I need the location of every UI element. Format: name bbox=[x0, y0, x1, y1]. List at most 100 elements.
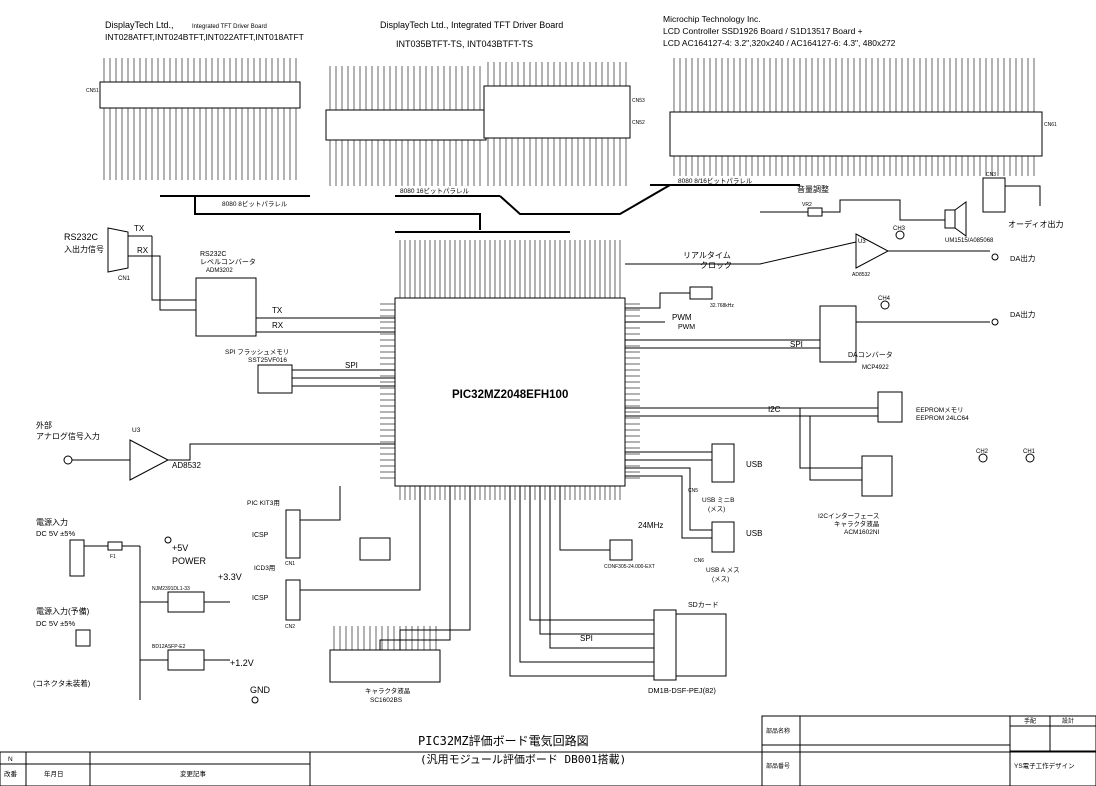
connector-cn51 bbox=[99, 81, 301, 109]
acm1602 bbox=[861, 455, 893, 497]
reg-3v3 bbox=[167, 591, 205, 613]
title-block: N 改番 年月日 変更記事 PIC32MZ評価ボード電気回路図 (汎用モジュール… bbox=[0, 715, 1096, 786]
icsp-header-1 bbox=[285, 509, 301, 559]
dac-block: SPI DAコンバータ MCP4922 CH4 DA出力 bbox=[625, 296, 1035, 371]
power-label: POWER bbox=[172, 556, 207, 566]
ch3-testpoint bbox=[895, 230, 905, 240]
power-spec: DC 5V ±5% bbox=[36, 529, 75, 538]
power-aux: 電源入力(予備) DC 5V ±5% (コネクタ未装着) bbox=[33, 606, 91, 688]
cn61-label: CN61 bbox=[1044, 122, 1057, 128]
cn3-label: CN3 bbox=[986, 172, 996, 178]
flash-title: SPI フラッシュメモリ bbox=[225, 348, 289, 356]
mcp4922 bbox=[819, 305, 857, 363]
level-part: ADM3202 bbox=[206, 268, 233, 274]
board1-bus: 8080 8ビットパラレル bbox=[222, 199, 288, 208]
sd-part: DM1B-DSF-PEJ(82) bbox=[648, 686, 716, 695]
i2clcd-title: I2Cインターフェース bbox=[818, 511, 879, 520]
db9-connector bbox=[107, 227, 129, 273]
char-lcd: キャラクタ液晶 SC1602BS bbox=[329, 486, 471, 704]
col-change: 変更記事 bbox=[180, 769, 207, 778]
ch1-testpoint bbox=[1025, 453, 1035, 463]
usb2-sub: (メス) bbox=[712, 575, 729, 583]
speaker-part: UM1515/A085068 bbox=[945, 238, 994, 244]
u3-out-label: U3 bbox=[858, 239, 866, 245]
ch3-label: CH3 bbox=[893, 226, 906, 232]
adm3202 bbox=[195, 277, 257, 337]
osc-24mhz bbox=[609, 539, 633, 561]
i2clcd-subtitle: キャラクタ液晶 bbox=[834, 519, 879, 528]
opamp-u3-in bbox=[129, 439, 170, 481]
company-label: YS電子工作デザイン bbox=[1014, 761, 1075, 770]
rx-label-top: RX bbox=[137, 246, 149, 255]
i2clcd-part: ACM1602NI bbox=[844, 529, 880, 536]
sd-socket bbox=[653, 609, 677, 681]
board2-bus: 8080 16ビットパラレル bbox=[400, 186, 469, 195]
connector-cn53 bbox=[483, 85, 631, 139]
cn51-label: CN51 bbox=[86, 88, 99, 94]
charlcd-title: キャラクタ液晶 bbox=[365, 686, 410, 695]
analog-jack bbox=[63, 455, 73, 465]
da2-title: DA出力 bbox=[1010, 309, 1035, 319]
pwm-label-2: PWM bbox=[678, 324, 695, 331]
board3-bus: 8080 8/16ビットパラレル bbox=[678, 176, 753, 185]
usb1-label: USB bbox=[746, 460, 762, 469]
board-int028: DisplayTech Ltd., Integrated TFT Driver … bbox=[86, 20, 310, 208]
v5-label: +5V bbox=[172, 543, 188, 553]
da2-jack bbox=[991, 318, 999, 326]
flash-part: SST25VF016 bbox=[248, 357, 287, 364]
mcu-name: PIC32MZ2048EFH100 bbox=[452, 389, 568, 401]
ch2-testpoint bbox=[978, 453, 988, 463]
da1-title: DA出力 bbox=[1010, 253, 1035, 263]
rtc-title: リアルタイム bbox=[683, 251, 731, 260]
usb2-label: USB bbox=[746, 529, 762, 538]
power-title: 電源入力 bbox=[36, 517, 68, 527]
cn53-label: CN53 bbox=[632, 98, 645, 104]
icd-title: ICD3用 bbox=[254, 564, 275, 572]
usb1-name: USB ミニB bbox=[702, 497, 735, 504]
sd-card-block: SDカード SPI DM1B-DSF-PEJ(82) bbox=[509, 486, 727, 695]
usb1-sub: (メス) bbox=[708, 505, 725, 513]
xtal-freq: 32.768kHz bbox=[710, 303, 734, 309]
ch4-label: CH4 bbox=[878, 296, 891, 302]
power2-spec: DC 5V ±5% bbox=[36, 619, 75, 628]
power-jack bbox=[69, 539, 85, 577]
v33-label: +3.3V bbox=[218, 572, 242, 582]
dac-part: MCP4922 bbox=[862, 365, 889, 371]
volume-title: 音量調整 bbox=[797, 184, 829, 194]
power2-title: 電源入力(予備) bbox=[36, 606, 90, 616]
board2-line1: DisplayTech Ltd., Integrated TFT Driver … bbox=[380, 20, 563, 30]
power2-jack bbox=[75, 629, 91, 647]
charlcd-part: SC1602BS bbox=[370, 697, 403, 704]
reset-buffer bbox=[359, 537, 391, 561]
icsp1-label: ICSP bbox=[252, 532, 269, 539]
sd-title: SDカード bbox=[688, 601, 719, 609]
speaker bbox=[944, 209, 956, 229]
level-title: RS232C bbox=[200, 251, 226, 258]
icsp2-label: ICSP bbox=[252, 595, 269, 602]
usb-blocks: USB CN5 USB ミニB (メス) USB CN6 USB A メス (メ… bbox=[625, 443, 762, 583]
sc1602-connector bbox=[329, 649, 441, 683]
rtc-subtitle: クロック bbox=[700, 261, 732, 270]
rx-label: RX bbox=[272, 321, 284, 330]
hand-label: 手配 bbox=[1024, 717, 1036, 725]
board1-line1b: Integrated TFT Driver Board bbox=[192, 24, 267, 30]
cn5-label: CN5 bbox=[688, 488, 698, 494]
part-name-label: 部品名称 bbox=[766, 727, 790, 735]
u3-label: U3 bbox=[132, 427, 141, 434]
cn1b-label: CN1 bbox=[285, 561, 295, 567]
audio-title: オーディオ出力 bbox=[1008, 219, 1063, 229]
eeprom-block: I2C EEPROMメモリ EEPROM 24LC64 bbox=[625, 391, 969, 423]
board1-line1: DisplayTech Ltd., bbox=[105, 20, 174, 30]
drawing-subtitle: (汎用モジュール評価ボード DB001搭載) bbox=[420, 752, 626, 766]
gnd-label: GND bbox=[250, 685, 271, 695]
analog-subtitle: アナログ信号入力 bbox=[36, 431, 100, 441]
usb-mini-b bbox=[711, 443, 735, 483]
dac-spi: SPI bbox=[790, 340, 803, 349]
flash-spi: SPI bbox=[345, 361, 358, 370]
rtc-crystal bbox=[689, 286, 713, 300]
part-no-label: 部品番号 bbox=[766, 762, 790, 770]
rs232c-subtitle: 入出力信号 bbox=[64, 244, 104, 254]
ch4-testpoint bbox=[880, 300, 890, 310]
board-ssd1926: Microchip Technology Inc. LCD Controller… bbox=[650, 14, 1057, 186]
ch2-label: CH2 bbox=[976, 449, 989, 455]
